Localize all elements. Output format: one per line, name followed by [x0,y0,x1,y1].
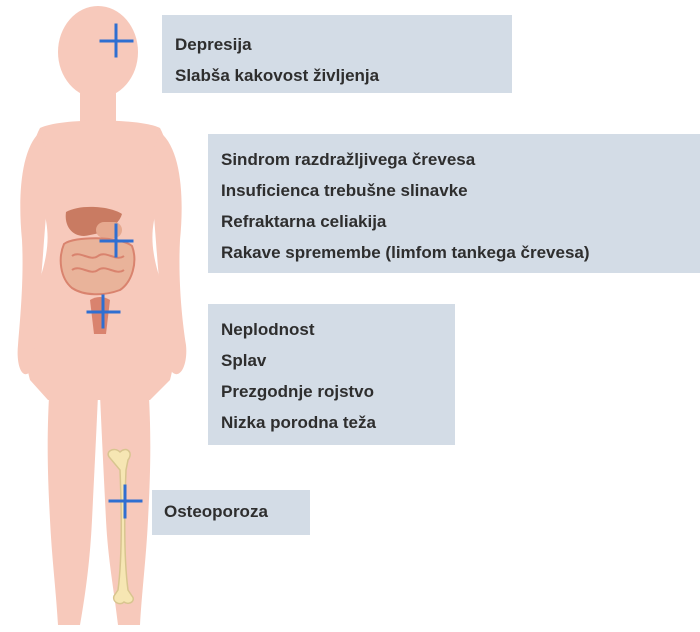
condition-label: Refraktarna celiakija [221,206,700,237]
callout-bone: Osteoporoza [152,490,310,535]
stomach [96,222,122,238]
condition-label: Sindrom razdražljivega črevesa [221,144,700,175]
callout-reproductive: Neplodnost Splav Prezgodnje rojstvo Nizk… [208,304,455,445]
callout-head: Depresija Slabša kakovost življenja [162,15,512,93]
callout-gut: Sindrom razdražljivega črevesa Insuficie… [208,134,700,273]
intestines [61,238,135,294]
condition-label: Depresija [175,29,512,60]
condition-label: Osteoporoza [164,501,310,523]
condition-label: Neplodnost [221,314,455,345]
condition-label: Slabša kakovost življenja [175,60,512,91]
condition-label: Nizka porodna teža [221,407,455,438]
condition-label: Insuficienca trebušne slinavke [221,175,700,206]
condition-label: Rakave spremembe (limfom tankega črevesa… [221,237,700,268]
condition-label: Splav [221,345,455,376]
condition-label: Prezgodnje rojstvo [221,376,455,407]
